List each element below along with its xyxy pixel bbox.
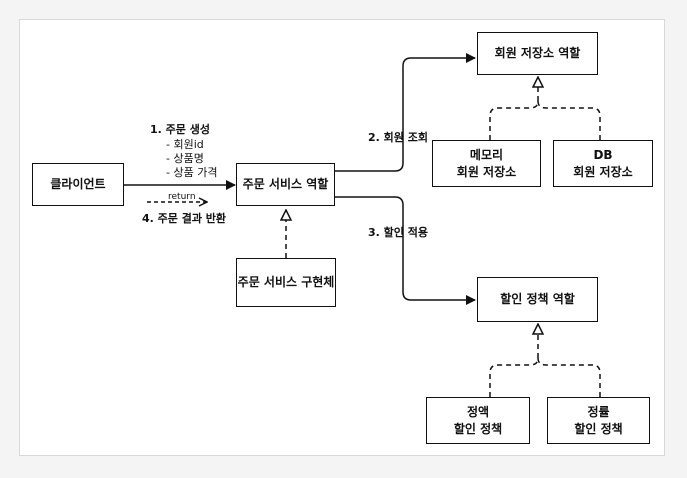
fixed-discount-box: 정액 할인 정책 [426,397,530,444]
member-repo-role-label: 회원 저장소 역할 [494,46,581,60]
db-repo-box: DB 회원 저장소 [553,140,653,187]
order-service-role-box: 주문 서비스 역할 [236,163,335,206]
member-repo-role-box: 회원 저장소 역할 [477,32,598,75]
step3-label: 3. 할인 적용 [368,226,428,239]
order-service-impl-box: 주문 서비스 구현체 [236,258,336,307]
memory-repo-box: 메모리 회원 저장소 [432,140,541,187]
step1-label: 1. 주문 생성 [150,123,210,136]
order-service-role-label: 주문 서비스 역할 [242,177,329,191]
client-label: 클라이언트 [50,177,106,191]
realization-db-repo [537,100,601,140]
step2-label: 2. 회원 조회 [368,131,428,144]
step1-item-member-id: - 회원id [166,138,204,151]
connector-layer [124,53,601,397]
realization-rate-discount [537,357,601,397]
client-box: 클라이언트 [32,163,124,206]
fixed-discount-label: 정액 할인 정책 [453,404,503,436]
rate-discount-box: 정률 할인 정책 [547,397,650,444]
discount-role-box: 할인 정책 역할 [477,277,598,322]
order-service-impl-label: 주문 서비스 구현체 [237,275,335,289]
memory-repo-label: 메모리 회원 저장소 [456,147,517,179]
step1-item-product-name: - 상품명 [166,152,204,165]
step4-label: 4. 주문 결과 반환 [142,212,227,225]
discount-role-label: 할인 정책 역할 [500,292,575,306]
arrow-member-lookup [335,53,476,172]
rate-discount-label: 정률 할인 정책 [574,404,623,436]
diagram-canvas: 클라이언트 주문 서비스 역할 주문 서비스 구현체 회원 저장소 역할 메모리… [19,19,665,456]
step1-item-product-price: - 상품 가격 [166,166,218,179]
realization-fixed-discount [489,324,538,397]
return-label: return [168,192,196,202]
db-repo-label: DB 회원 저장소 [573,147,633,179]
arrow-apply-discount [335,196,476,305]
realization-memory-repo [489,77,538,140]
